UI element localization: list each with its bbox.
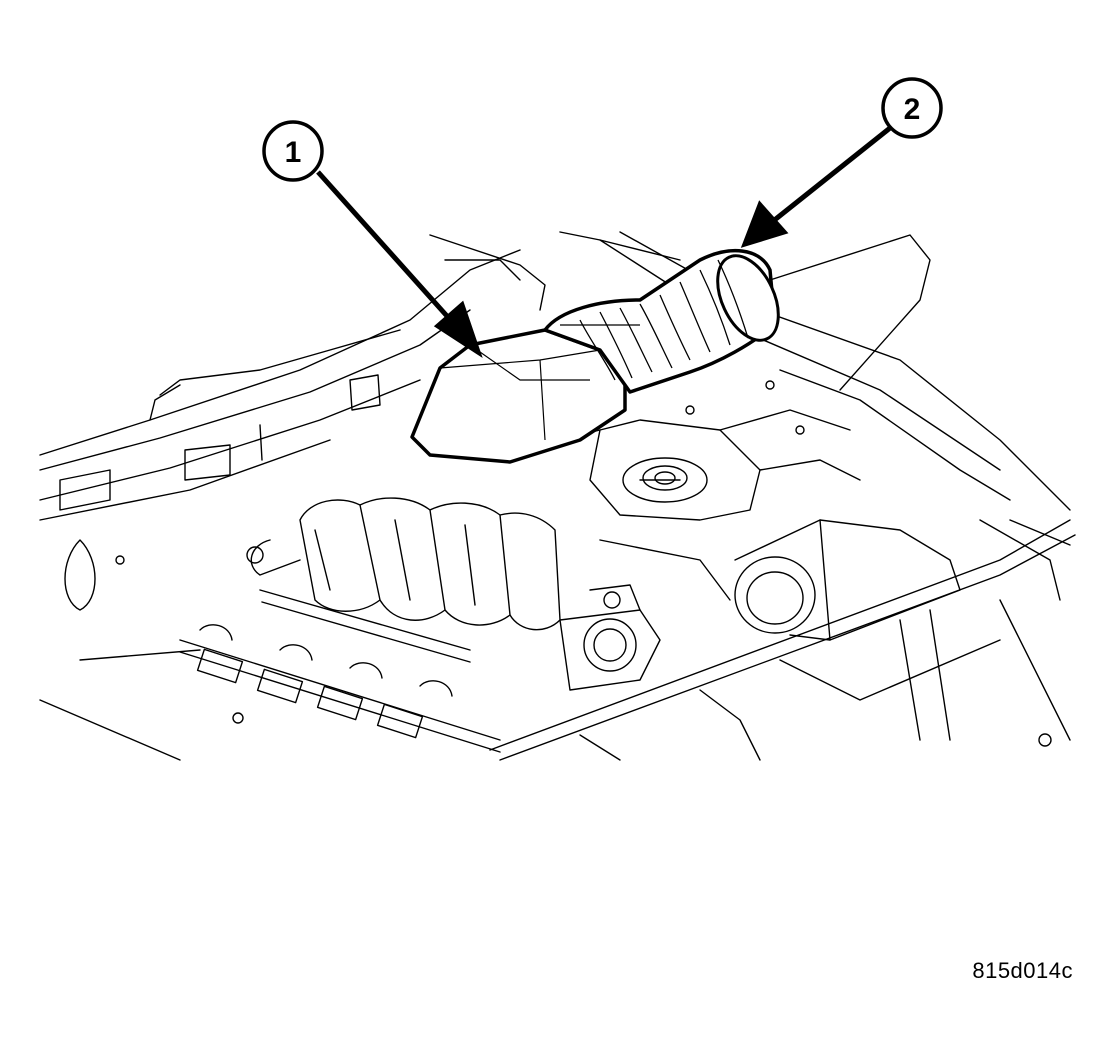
callout-2-label: 2: [904, 93, 921, 126]
callout-1-arrowhead: [433, 300, 483, 359]
bay-details: [39, 380, 805, 761]
callout-1: 1: [262, 120, 324, 182]
fuel-rail: [179, 589, 501, 753]
air-cleaner-duct: [410, 328, 627, 464]
callout-1-leader: [316, 170, 457, 327]
callout-arrows: [316, 126, 892, 359]
callout-2: 2: [881, 77, 943, 139]
figure-id: 815d014c: [972, 958, 1073, 983]
callout-2-arrowhead: [740, 200, 789, 248]
strut-tower: [559, 409, 861, 521]
air-box: [734, 519, 961, 641]
throttle-body: [559, 584, 661, 691]
radiator-crossmember: [489, 519, 1076, 761]
callout-1-label: 1: [285, 136, 302, 169]
callout-2-leader: [770, 126, 892, 224]
air-inlet-hose: [543, 248, 780, 394]
intake-manifold: [246, 497, 561, 631]
